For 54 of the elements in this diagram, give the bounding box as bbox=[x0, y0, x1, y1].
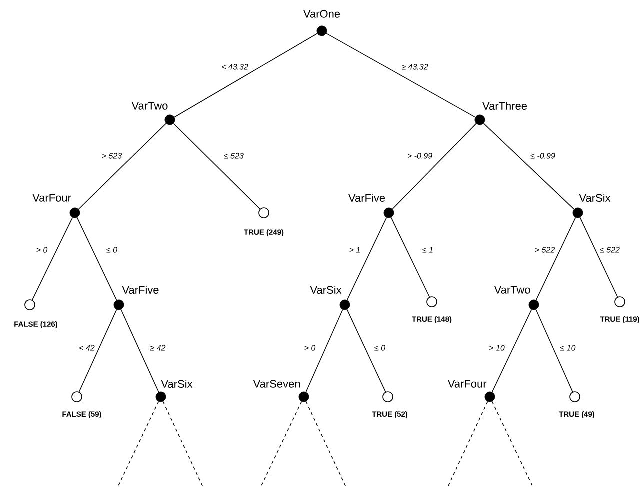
edge-label: ≤ 522 bbox=[600, 247, 620, 253]
branch-line bbox=[580, 217, 618, 298]
edge-label: > 522 bbox=[535, 247, 555, 253]
variable-label: VarFour bbox=[32, 194, 72, 202]
dashed-branch bbox=[448, 401, 488, 487]
branch-line bbox=[78, 123, 167, 210]
branch-line bbox=[78, 309, 118, 392]
branch-line bbox=[483, 123, 575, 210]
dashed-branch bbox=[306, 401, 346, 487]
variable-label: VarFive bbox=[348, 194, 386, 202]
branch-line bbox=[120, 309, 160, 393]
edge-label: > 523 bbox=[102, 153, 122, 159]
edge-label: ≤ 523 bbox=[224, 153, 244, 159]
dashed-branch bbox=[260, 401, 302, 487]
edge-label: ≥ 42 bbox=[150, 345, 166, 351]
branch-line bbox=[492, 309, 532, 393]
branch-line bbox=[76, 217, 118, 301]
edge-label: ≥ 43.32 bbox=[402, 64, 428, 70]
variable-label: VarThree bbox=[482, 102, 528, 110]
dashed-branch bbox=[492, 401, 534, 487]
variable-label: VarFour bbox=[448, 380, 487, 388]
variable-label: VarOne bbox=[304, 10, 340, 18]
dashed-branch bbox=[118, 401, 160, 487]
edge-label: > 0 bbox=[36, 247, 48, 253]
edge-label: ≤ -0.99 bbox=[530, 153, 556, 159]
edge-label: ≤ 0 bbox=[374, 345, 386, 351]
variable-label: VarSix bbox=[310, 286, 342, 294]
dashed-branch bbox=[162, 401, 204, 487]
branch-line bbox=[32, 217, 74, 301]
branch-line bbox=[536, 309, 574, 392]
branch-line bbox=[306, 309, 344, 393]
variable-label: VarTwo bbox=[494, 286, 530, 294]
variable-label: VarTwo bbox=[132, 102, 168, 110]
edge-label: > 0 bbox=[304, 345, 316, 351]
edge-label: ≤ 0 bbox=[106, 247, 118, 253]
branch-line bbox=[173, 123, 261, 210]
edge-label: ≤ 10 bbox=[560, 345, 576, 351]
branch-line bbox=[346, 217, 388, 301]
branch-line bbox=[392, 123, 477, 210]
edge-label: > -0.99 bbox=[408, 153, 432, 159]
branch-line bbox=[390, 217, 430, 298]
edge-label: < 43.32 bbox=[222, 64, 248, 70]
edge-label: > 1 bbox=[350, 247, 360, 253]
branch-line bbox=[174, 33, 318, 118]
edge-label: < 42 bbox=[80, 345, 95, 351]
edge-label: > 10 bbox=[490, 345, 505, 351]
branch-line bbox=[346, 309, 386, 392]
variable-label: VarSix bbox=[579, 194, 611, 202]
variable-label: VarFive bbox=[122, 286, 159, 294]
variable-label: VarSeven bbox=[253, 380, 300, 388]
edge-label: ≤ 1 bbox=[422, 247, 433, 253]
branch-line bbox=[536, 217, 576, 301]
variable-label: VarSix bbox=[161, 380, 193, 388]
branch-line bbox=[326, 33, 476, 118]
